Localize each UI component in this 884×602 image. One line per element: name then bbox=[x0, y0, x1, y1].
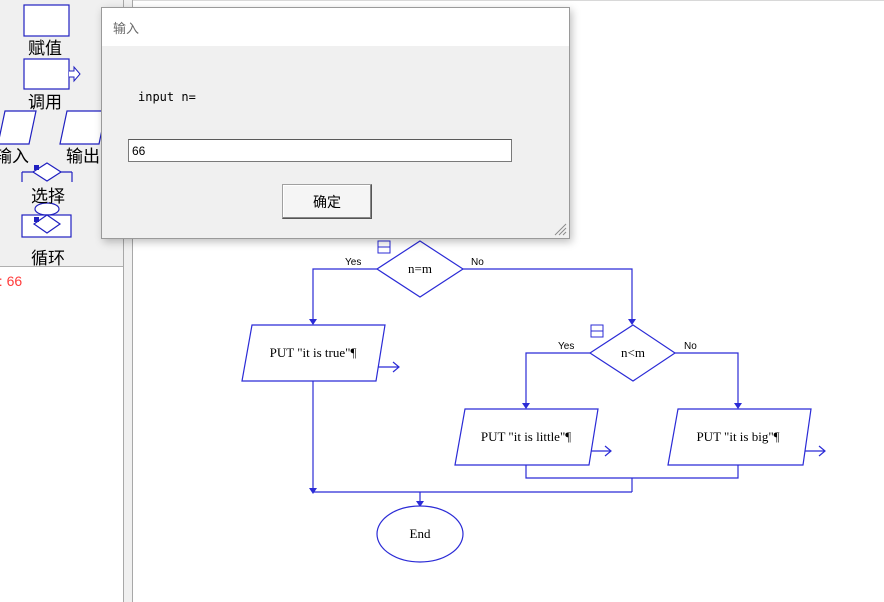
decision2-no-label: No bbox=[684, 341, 697, 352]
output-tool-icon[interactable] bbox=[59, 110, 107, 145]
resize-grip-icon[interactable] bbox=[553, 222, 567, 236]
output-little-label: PUT "it is little"¶ bbox=[481, 429, 571, 444]
call-tool-icon[interactable] bbox=[23, 58, 70, 90]
decision1-label: n=m bbox=[408, 261, 432, 276]
dialog-title: 输入 bbox=[113, 22, 140, 37]
decision1-no-label: No bbox=[471, 257, 484, 268]
end-label: End bbox=[410, 526, 431, 541]
end-terminal[interactable] bbox=[376, 505, 464, 563]
input-tool-label: 输入 bbox=[0, 147, 29, 167]
ok-button[interactable]: 确定 bbox=[282, 184, 372, 219]
panel-splitter[interactable] bbox=[123, 0, 133, 602]
decision1-yes-path bbox=[312, 268, 377, 324]
input-prompt: input n= bbox=[138, 90, 196, 104]
decision1-yes-label: Yes bbox=[345, 257, 361, 268]
decision-n-less-m[interactable] bbox=[588, 324, 677, 382]
output-true-label: PUT "it is true"¶ bbox=[270, 345, 357, 360]
flowchart-diagram: n=m Yes No n<m Yes No PUT "it is true"¶ … bbox=[241, 240, 826, 563]
output-big-box[interactable] bbox=[667, 408, 812, 466]
input-dialog: 输入 input n= 确定 bbox=[101, 7, 570, 239]
loop-tool-label: 循环 bbox=[31, 249, 65, 269]
variable-entry: n: 66 bbox=[0, 273, 23, 289]
decision1-no-path bbox=[463, 268, 633, 324]
decision-n-equals-m[interactable] bbox=[375, 240, 465, 298]
decision2-yes-path bbox=[525, 352, 590, 408]
assign-tool-label: 赋值 bbox=[28, 39, 62, 59]
answer-input[interactable] bbox=[128, 139, 512, 162]
output-little-box[interactable] bbox=[454, 408, 599, 466]
assign-tool-icon[interactable] bbox=[23, 4, 70, 37]
output-tool-label: 输出 bbox=[66, 147, 100, 167]
dialog-titlebar[interactable]: 输入 bbox=[102, 8, 569, 46]
output-true-box[interactable] bbox=[241, 324, 386, 382]
inner-merge-path bbox=[525, 465, 739, 479]
input-tool-icon[interactable] bbox=[0, 110, 37, 145]
decision2-label: n<m bbox=[621, 345, 645, 360]
variables-panel: n: 66 bbox=[0, 266, 123, 602]
call-arrow-icon bbox=[69, 65, 81, 83]
output-big-label: PUT "it is big"¶ bbox=[696, 429, 779, 444]
decision2-no-path bbox=[675, 352, 739, 408]
palette-shapes bbox=[0, 4, 107, 238]
select-tool-label: 选择 bbox=[31, 187, 65, 207]
call-tool-label: 调用 bbox=[28, 93, 62, 113]
decision2-yes-label: Yes bbox=[558, 341, 574, 352]
